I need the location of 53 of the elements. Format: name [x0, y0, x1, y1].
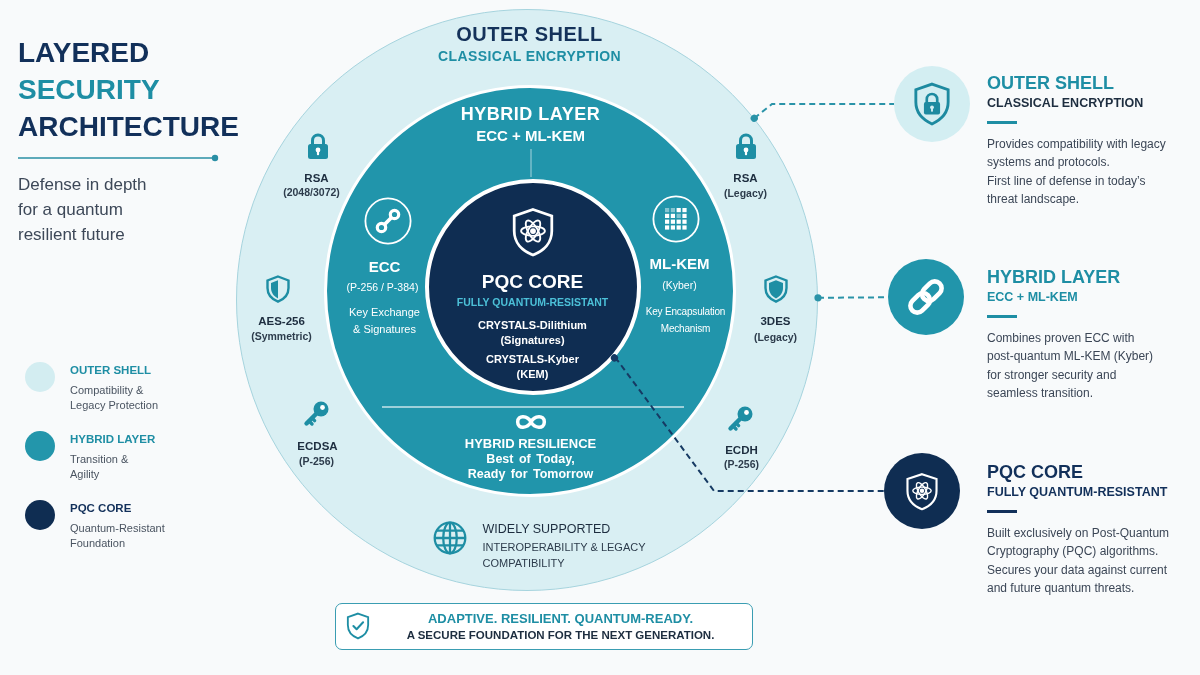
algorithm-name: 3DES	[760, 314, 791, 329]
layer-subtitle: ECC + ML-KEM	[476, 126, 585, 145]
algorithm-detail: (P-256)	[299, 454, 334, 468]
panel-title: HYBRID LAYER	[987, 266, 1121, 288]
panel-description: Provides compatibility with legacy systems and protocols.	[987, 135, 1167, 171]
layer-subtitle: FULLY QUANTUM-RESISTANT	[456, 295, 609, 309]
banner-headline: ADAPTIVE. RESILIENT. QUANTUM-READY.	[427, 610, 694, 627]
legend-description: Transition & Agility	[70, 452, 130, 482]
legend-label: OUTER SHELL	[70, 364, 152, 376]
feature-text: INTEROPERABILITY & LEGACY COMPATIBILITY	[482, 539, 647, 571]
algorithm-detail: (P-256 / P-384)	[346, 280, 419, 294]
algorithm-name: ECC	[368, 257, 401, 276]
algorithm-name: RSA	[733, 171, 758, 186]
panel-title: PQC CORE	[987, 461, 1083, 483]
algorithm-detail: (Legacy)	[723, 186, 768, 200]
panel-description: First line of defense in today’s threat landscape.	[987, 172, 1147, 208]
feature-title: HYBRID RESILIENCE	[464, 435, 597, 452]
panel-description: Built exclusively on Post-Quantum Cryptography (PQC) algorithms. Secures your data against current and future quantum threats.	[987, 524, 1171, 597]
banner-panel	[335, 603, 753, 650]
panel-subtitle: CLASSICAL ENCRYPTION	[987, 95, 1144, 111]
dashed-connector	[750, 103, 895, 122]
algorithm-detail: (Kyber)	[662, 278, 697, 292]
dashed-connector	[610, 354, 885, 492]
subtitle: Defense in depth for a quantum resilient future	[18, 174, 148, 246]
algorithm-name: RSA	[304, 171, 329, 186]
panel-subtitle: ECC + ML-KEM	[987, 289, 1078, 305]
algorithm-name: ECDSA	[297, 439, 338, 454]
panel-subtitle: FULLY QUANTUM-RESISTANT	[987, 484, 1168, 500]
algorithm-text: Key Encapsulation Mechanism	[644, 304, 727, 336]
legend-description: Quantum-Resistant Foundation	[70, 521, 166, 551]
layer-title: PQC CORE	[481, 270, 584, 294]
layer-subtitle: CLASSICAL ENCRYPTION	[438, 47, 621, 65]
algorithm-name: ECDH	[725, 443, 758, 458]
legend-label: PQC CORE	[70, 502, 132, 514]
legend-label: HYBRID LAYER	[70, 433, 156, 445]
legend-description: Compatibility & Legacy Protection	[70, 383, 160, 413]
algorithm-name: ML-KEM	[649, 254, 710, 273]
algorithm-name: CRYSTALS-Dilithium (Signatures)	[477, 317, 588, 348]
banner-text: A SECURE FOUNDATION FOR THE NEXT GENERATION.	[406, 628, 715, 643]
algorithm-detail: (Legacy)	[753, 330, 798, 344]
layer-title: OUTER SHELL	[456, 21, 603, 46]
title: LAYERED SECURITY ARCHITECTURE	[18, 36, 240, 144]
panel-title: OUTER SHELL	[987, 72, 1114, 94]
panel-description: Combines proven ECC with post-quantum ML-KEM (Kyber) for stronger security and seamless transition.	[987, 329, 1155, 402]
algorithm-name: AES-256	[258, 314, 305, 329]
algorithm-text: Key Exchange & Signatures	[348, 304, 421, 337]
feature-text: Best of Today, Ready for Tomorrow	[466, 451, 595, 483]
algorithm-detail: (Symmetric)	[251, 329, 312, 343]
algorithm-name: CRYSTALS-Kyber (KEM)	[485, 351, 580, 382]
algorithm-detail: (P-256)	[724, 457, 759, 471]
feature-title: WIDELY SUPPORTED	[482, 521, 611, 537]
algorithm-detail: (2048/3072)	[283, 185, 340, 199]
layer-title: HYBRID LAYER	[460, 103, 601, 126]
